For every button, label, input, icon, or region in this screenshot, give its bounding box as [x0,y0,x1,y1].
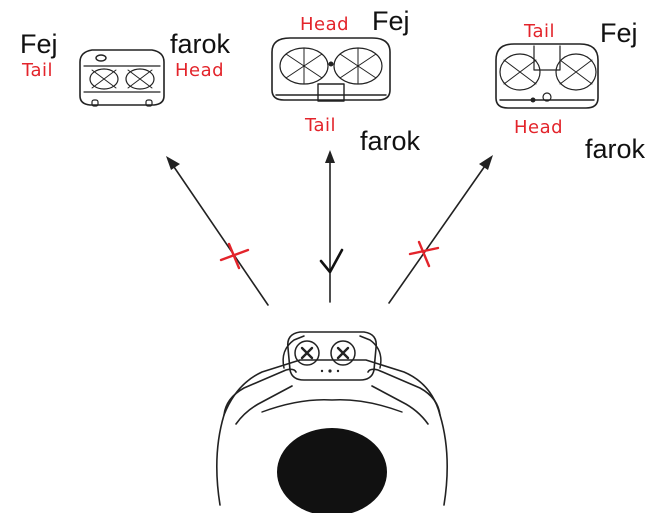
center-check-mark [319,248,344,274]
person-head [277,428,387,513]
right-head-label: Head [514,117,563,138]
right-arrow [388,155,493,304]
center-drone [271,37,391,102]
left-drone [79,49,165,107]
right-fej-label: Fej [600,18,638,48]
right-farok-label: farok [585,134,646,164]
left-farok-label: farok [170,29,231,59]
center-tail-label: Tail [304,115,336,136]
center-arrow [325,150,335,303]
center-head-label: Head [300,14,349,35]
center-fej-label: Fej [372,6,410,36]
right-cross-mark [408,240,440,268]
left-cross-mark [219,242,250,270]
left-fej-label: Fej [20,29,58,59]
left-tail-label: Tail [21,60,53,81]
center-farok-label: farok [360,126,421,156]
person-top-view [216,331,448,513]
right-tail-label: Tail [523,21,555,42]
left-arrow [166,156,269,306]
left-head-label: Head [175,60,224,81]
right-drone [495,43,599,109]
